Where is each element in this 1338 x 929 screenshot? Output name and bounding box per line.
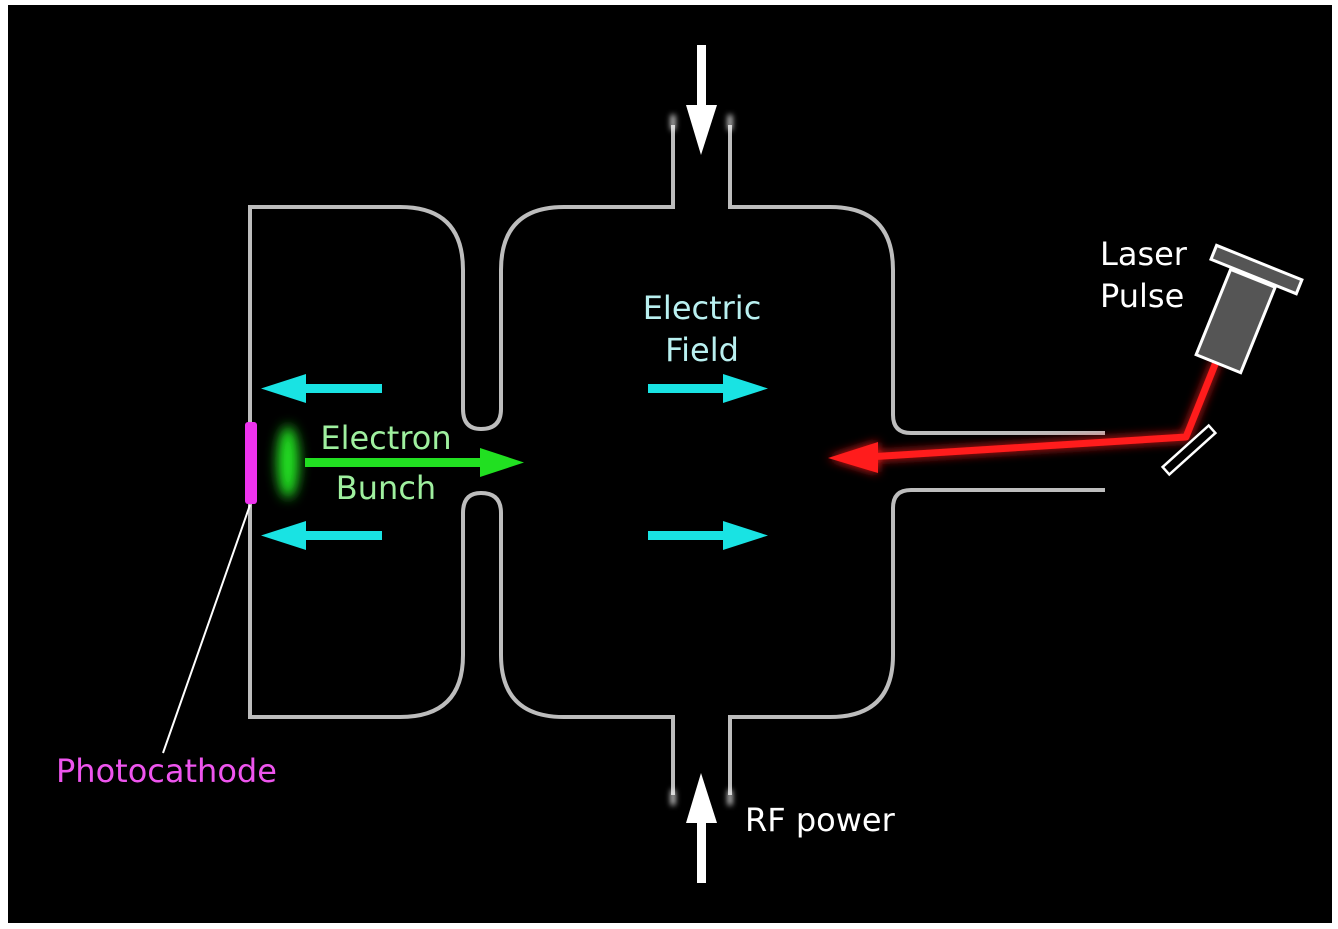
laser-beam xyxy=(828,360,1220,473)
photocathode-label: Photocathode xyxy=(56,752,277,790)
electron-bunch-label-line1: Electron xyxy=(320,419,451,457)
electric-field-label-line1: Electric xyxy=(643,289,762,327)
electric-field-label-line2: Field xyxy=(665,331,739,369)
rf-power-arrow-bottom xyxy=(686,773,717,883)
diagram-canvas: Electric Field Electron Bunch Laser Puls… xyxy=(8,5,1332,923)
full-cell-wall-bottom xyxy=(480,491,675,795)
full-cell-wall-bottom-right xyxy=(728,488,1105,795)
field-arrow-right-lower xyxy=(648,521,768,550)
field-arrow-right-upper xyxy=(648,374,768,403)
laser-mirror xyxy=(1160,423,1218,477)
half-cell-wall-bottom xyxy=(248,415,482,719)
photocathode-pointer-line xyxy=(162,504,251,754)
waveguide-glow xyxy=(671,115,732,805)
electric-field-arrows xyxy=(261,374,768,550)
full-cell-wall-top xyxy=(480,125,675,431)
field-arrow-left-upper xyxy=(261,374,382,403)
laser-device-icon xyxy=(1194,243,1304,375)
rf-photoinjector-diagram: Electric Field Electron Bunch Laser Puls… xyxy=(56,45,1304,883)
electron-bunch-label-line2: Bunch xyxy=(336,469,436,507)
photocathode-plate xyxy=(245,422,257,504)
electron-bunch-glow xyxy=(277,426,299,498)
full-cell-wall-top-right xyxy=(728,125,1105,435)
field-arrow-left-lower xyxy=(261,521,382,550)
half-cell-wall-top xyxy=(248,205,482,431)
rf-power-arrow-top xyxy=(686,45,717,155)
laser-pulse-label-line1: Laser xyxy=(1100,235,1188,273)
laser-pulse-label-line2: Pulse xyxy=(1100,277,1184,315)
electron-bunch-arrow xyxy=(305,448,524,477)
rf-power-label: RF power xyxy=(745,801,896,839)
